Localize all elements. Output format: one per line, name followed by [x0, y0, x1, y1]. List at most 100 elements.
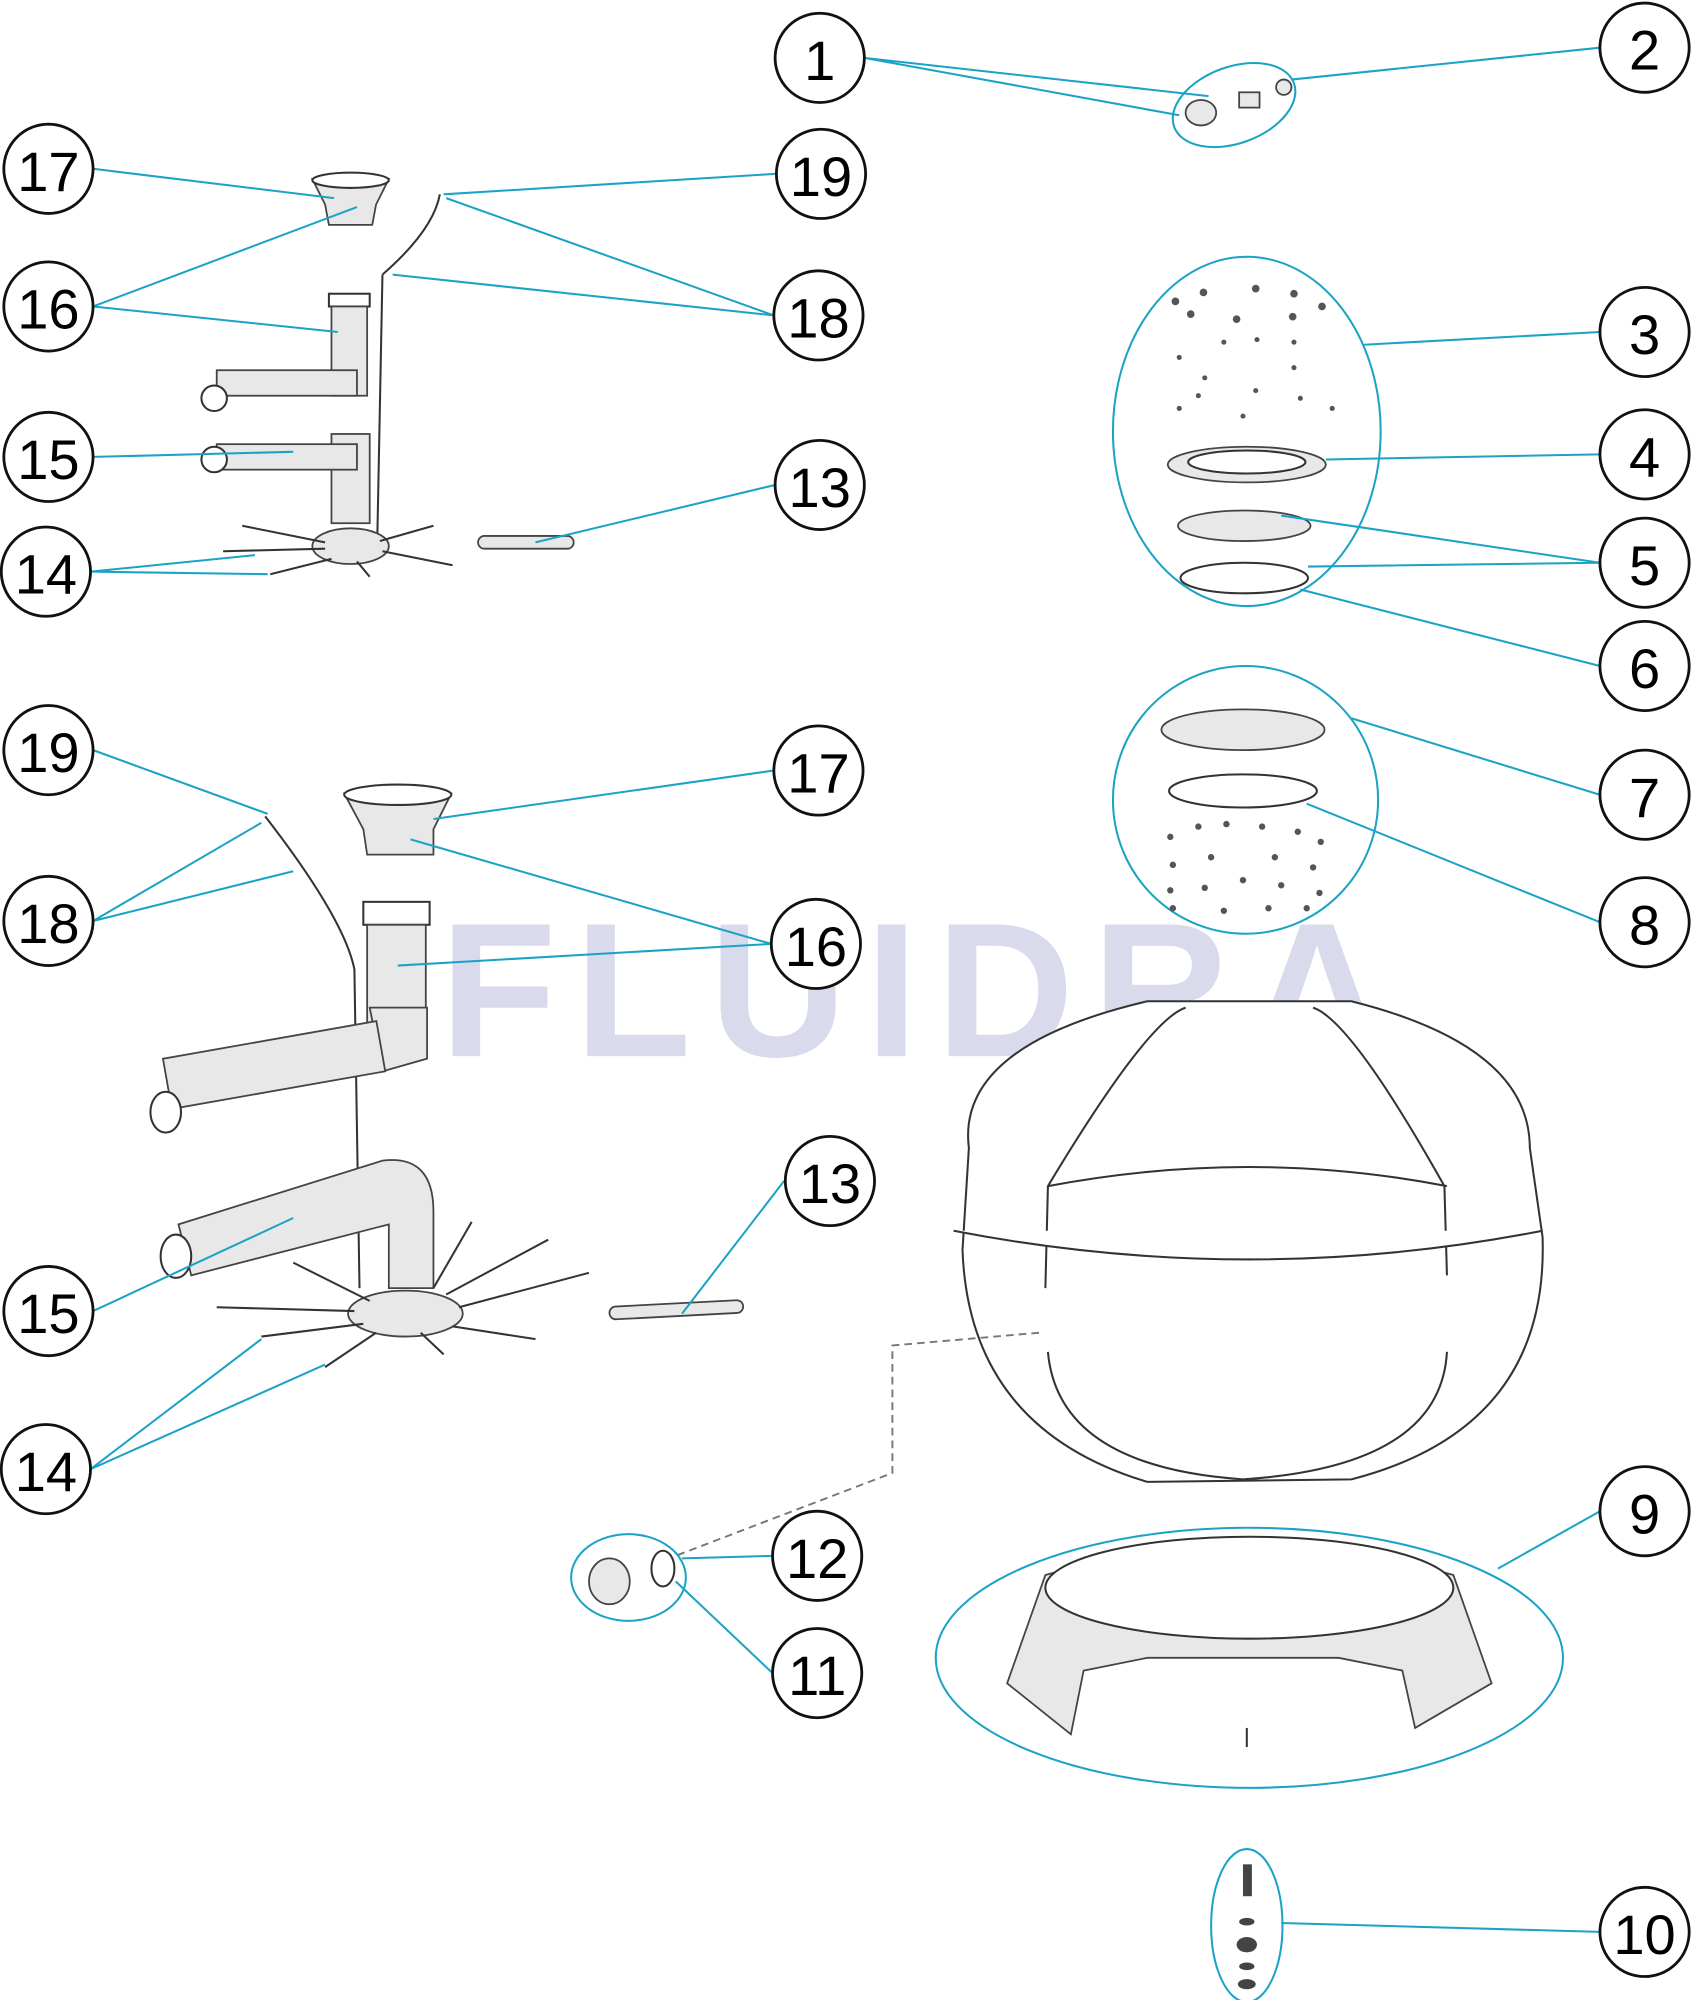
callout-number: 1: [804, 29, 835, 92]
callout-number: 13: [799, 1152, 861, 1215]
callout-20: 15: [2, 1265, 95, 1358]
callout-9: 13: [773, 438, 866, 531]
callout-number: 4: [1629, 425, 1660, 488]
part-valve-2: [1238, 91, 1261, 109]
part-hub-b: [347, 1289, 464, 1338]
callout-circle: [773, 11, 866, 104]
part-union-nut: [327, 292, 371, 308]
callout-circle: [772, 269, 865, 362]
callout-2: 17: [2, 122, 95, 215]
part-oring-8: [1168, 773, 1318, 809]
part-bolts-8: [1167, 820, 1324, 914]
callout-circle: [1598, 1, 1691, 94]
callout-number: 16: [785, 915, 847, 978]
callout-circle: [774, 127, 868, 220]
callout-circle: [783, 1135, 876, 1228]
part-pipe-lower-b: [177, 1159, 435, 1290]
callout-number: 17: [17, 140, 79, 203]
callout-circle: [1598, 619, 1691, 713]
callout-number: 11: [788, 1644, 846, 1707]
part-drain-10: [1236, 1864, 1258, 1990]
part-oring-6: [1179, 561, 1310, 595]
callout-1: 2: [1598, 1, 1691, 94]
callout-number: 13: [789, 456, 851, 519]
leader-lines: [89, 46, 1601, 1933]
callout-number: 7: [1629, 766, 1660, 829]
callout-circle: [1598, 748, 1691, 841]
part-lid-5: [1177, 509, 1312, 542]
callout-number: 10: [1613, 1903, 1675, 1966]
callout-number: 9: [1629, 1482, 1660, 1545]
callout-number: 5: [1629, 534, 1660, 597]
callout-number: 6: [1629, 637, 1660, 700]
callout-4: 16: [2, 260, 95, 353]
callout-circle: [0, 1423, 92, 1516]
part-pipe-upper-b: [161, 1020, 387, 1110]
callout-24: 11: [771, 1627, 864, 1720]
callout-circle: [1598, 516, 1691, 609]
callout-number: 15: [17, 428, 79, 491]
callout-circle: [771, 1509, 864, 1602]
callout-number: 3: [1629, 303, 1660, 366]
part-union-11: [588, 1557, 631, 1606]
part-oring-12: [650, 1549, 676, 1588]
assembly-guide-line: [675, 1331, 1040, 1557]
part-pipe-lower: [215, 443, 358, 471]
callout-number: 19: [790, 145, 852, 208]
callout-circle: [1598, 408, 1691, 501]
callout-number: 8: [1629, 893, 1660, 956]
callout-circle: [1598, 1885, 1691, 1978]
part-ring-7: [1160, 708, 1326, 752]
part-cap-1: [1184, 99, 1218, 127]
callout-circle: [1598, 876, 1691, 969]
callout-6: 3: [1598, 285, 1691, 379]
callout-circle: [0, 525, 92, 618]
callout-number: 14: [15, 1440, 77, 1503]
callout-number: 18: [787, 286, 849, 349]
callout-number: 16: [17, 278, 79, 341]
callout-18: 8: [1598, 876, 1691, 969]
callout-13: 19: [2, 704, 95, 797]
callout-8: 4: [1598, 408, 1691, 501]
callout-14: 17: [772, 724, 865, 817]
parts-right: [570, 62, 1564, 2000]
callout-19: 13: [783, 1135, 876, 1228]
callout-10: 14: [0, 525, 92, 618]
part-hub: [311, 527, 390, 565]
callout-circle: [2, 874, 95, 967]
callout-12: 6: [1598, 619, 1691, 713]
callout-11: 5: [1598, 516, 1691, 609]
callout-21: 14: [0, 1423, 92, 1516]
callout-5: 18: [772, 269, 865, 362]
callout-circle: [772, 724, 865, 817]
callout-17: 16: [769, 897, 862, 990]
callout-circle: [769, 897, 862, 990]
callout-circle: [1598, 1465, 1691, 1558]
callout-circle: [2, 704, 95, 797]
callout-25: 10: [1598, 1885, 1691, 1978]
callout-7: 15: [2, 410, 95, 503]
callout-circle: [2, 260, 95, 353]
callout-number: 19: [17, 721, 79, 784]
callout-0: 1: [773, 11, 866, 104]
callout-number: 17: [787, 742, 849, 805]
callout-22: 9: [1598, 1465, 1691, 1558]
callout-circle: [773, 438, 866, 531]
collector-assembly-small: [200, 171, 575, 578]
collector-assembly-large: [149, 783, 745, 1369]
callout-circle: [2, 410, 95, 503]
callout-16: 18: [2, 874, 95, 967]
callout-circle: [1598, 285, 1691, 379]
callout-number: 18: [17, 892, 79, 955]
callout-number: 12: [786, 1527, 848, 1590]
callout-circle: [771, 1627, 864, 1720]
callout-23: 12: [771, 1509, 864, 1602]
callout-number: 2: [1629, 19, 1660, 82]
part-lateral-13: [477, 535, 575, 550]
callout-3: 19: [774, 127, 868, 220]
callout-15: 7: [1598, 748, 1691, 841]
part-pipe-upper: [215, 369, 358, 397]
callout-circle: [2, 122, 95, 215]
part-air-tube-18: [381, 194, 441, 276]
